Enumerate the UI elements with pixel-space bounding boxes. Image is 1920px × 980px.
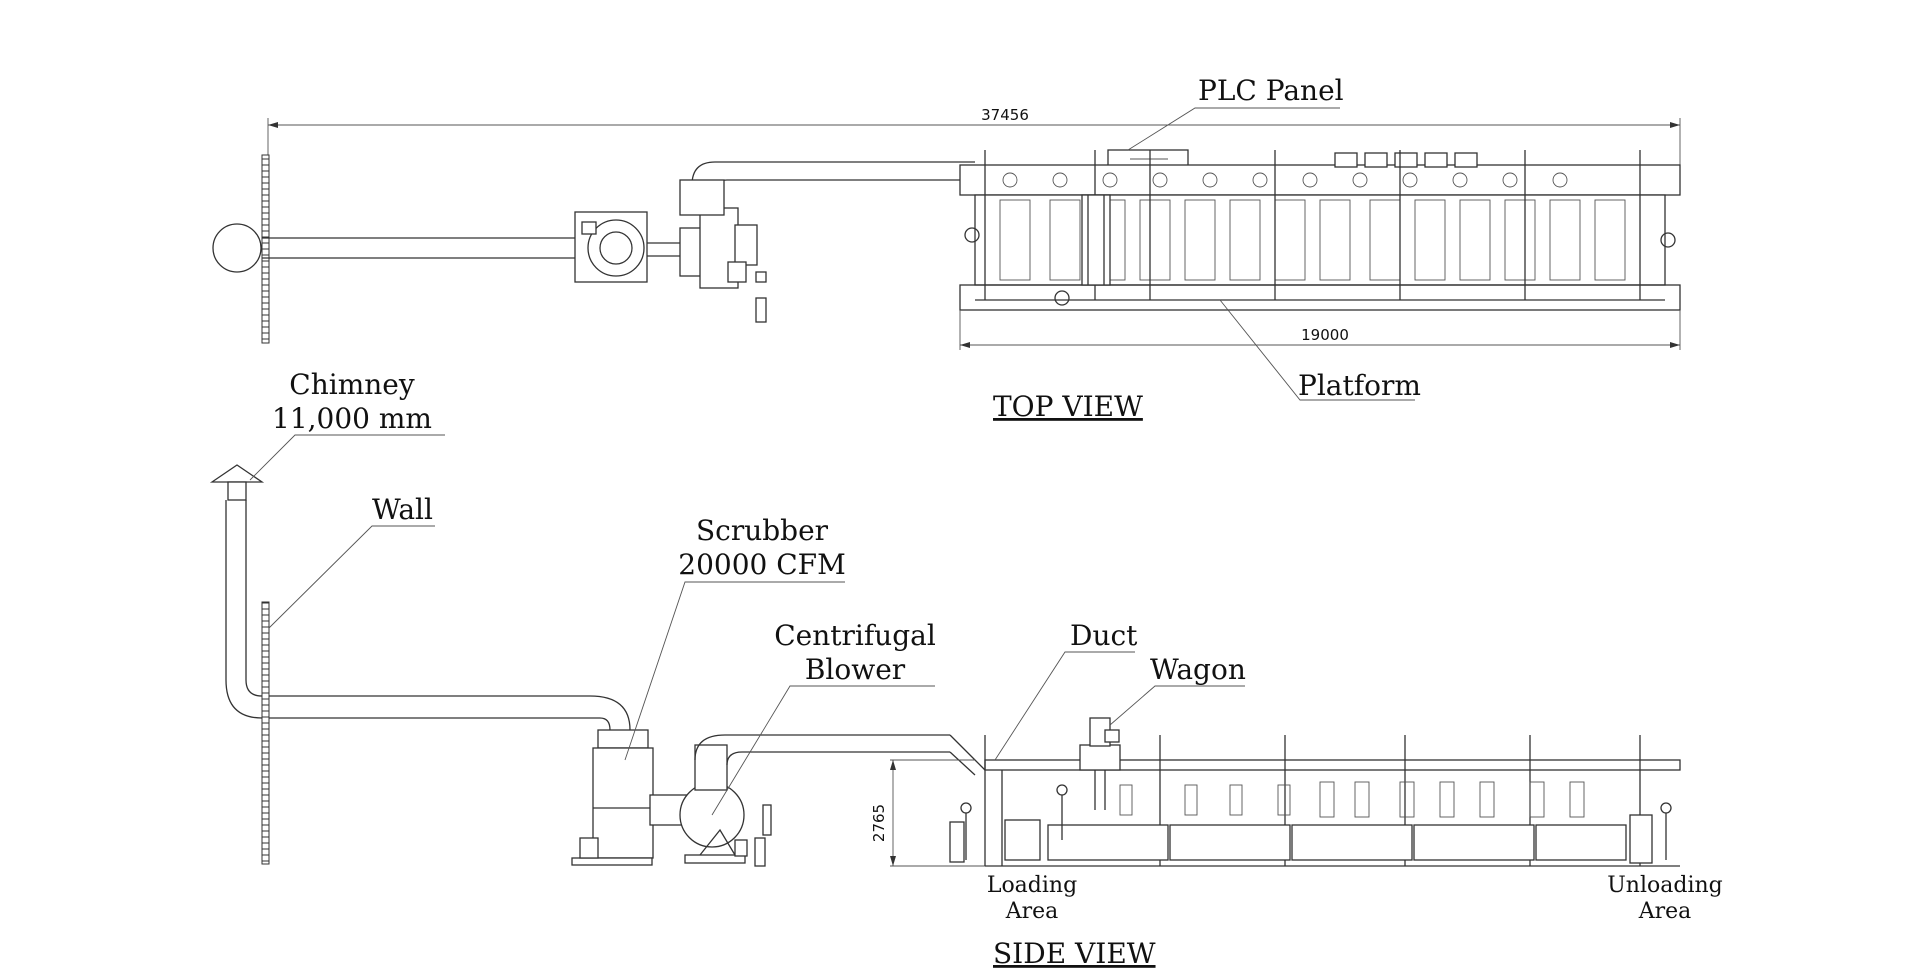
- loading-area-label-line1: Loading: [987, 873, 1077, 898]
- wagon-label: Wagon: [1150, 653, 1246, 686]
- platform-dimension-text: 19000: [1301, 326, 1349, 344]
- wall-side-view: [261, 601, 270, 865]
- chimney-side-view: [209, 464, 265, 719]
- scrubber-side-view: [571, 729, 654, 866]
- overall-dimension: 37456: [267, 106, 1681, 190]
- chimney-top-view: [212, 223, 262, 273]
- top-view: 37456: [212, 74, 1681, 423]
- wagon-side-view: [1079, 717, 1121, 810]
- blower-label-line2: Blower: [805, 653, 906, 686]
- unloading-area-label-line1: Unloading: [1607, 873, 1722, 898]
- scrubber-label-line2: 20000 CFM: [678, 548, 846, 581]
- machine-top-view: [959, 150, 1681, 311]
- duct-chimney-scrubber: [269, 695, 631, 731]
- loading-area-label-line2: Area: [1005, 899, 1059, 924]
- overall-dimension-text: 37456: [981, 106, 1029, 124]
- machine-side-view: [949, 717, 1681, 867]
- scrubber-top-view: [574, 211, 648, 283]
- scrubber-label-line1: Scrubber: [696, 514, 829, 547]
- height-dimension-text: 2765: [870, 804, 888, 842]
- blower-top-view: [647, 207, 767, 323]
- duct-label: Duct: [1070, 619, 1138, 652]
- unloading-area-label-line2: Area: [1638, 899, 1692, 924]
- height-dimension: 2765: [870, 759, 990, 867]
- top-view-title: TOP VIEW: [993, 390, 1143, 423]
- plc-panel-label: PLC Panel: [1198, 74, 1344, 107]
- wall-label: Wall: [372, 493, 433, 526]
- wall-top-view: [261, 154, 270, 344]
- side-view: 2765: [209, 368, 1723, 970]
- side-view-title: SIDE VIEW: [993, 937, 1156, 970]
- chimney-label-line2: 11,000 mm: [272, 402, 432, 435]
- chimney-label-line1: Chimney: [289, 368, 415, 401]
- platform-dimension: 19000: [959, 310, 1681, 350]
- blower-label-line1: Centrifugal: [774, 619, 936, 652]
- platform-label: Platform: [1298, 369, 1421, 402]
- blower-side-view: [649, 734, 950, 867]
